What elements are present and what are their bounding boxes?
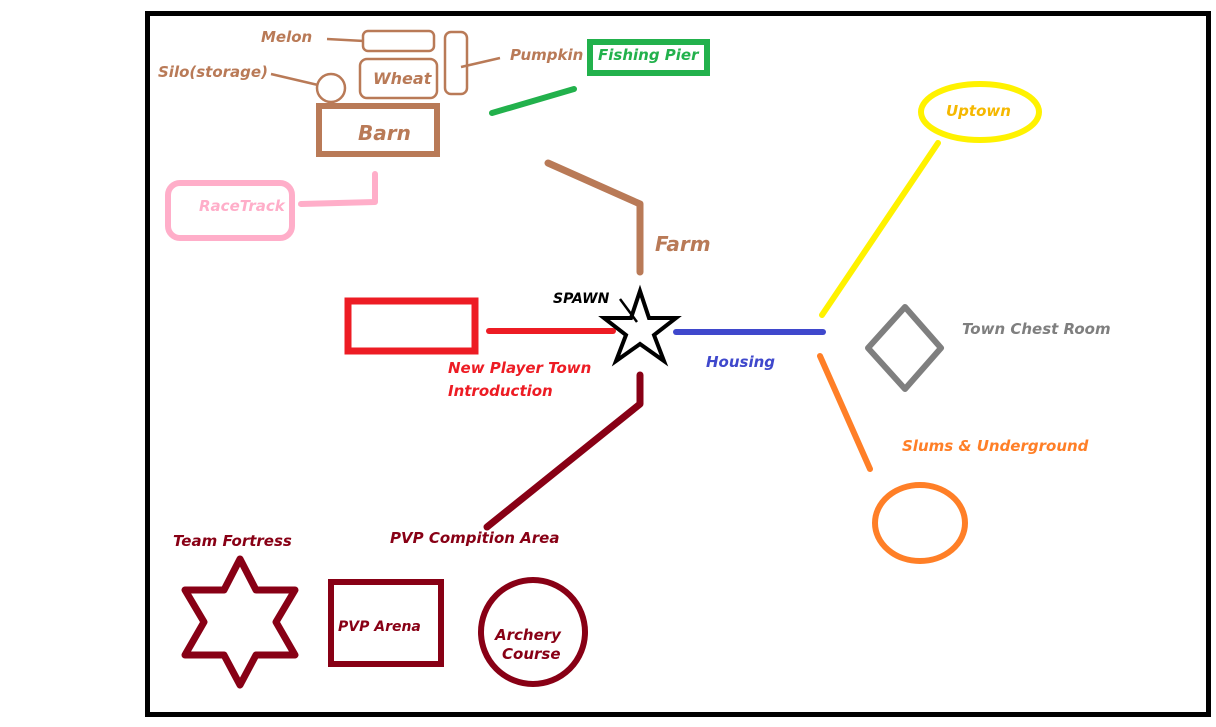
pumpkin-plot[interactable] (443, 30, 469, 96)
racetrack-path (298, 171, 378, 207)
team-fortress-label: Team Fortress (173, 532, 292, 550)
wheat-plot[interactable] (358, 57, 439, 100)
fishing-pier-path (489, 86, 577, 116)
pvp-arena-label: PVP Arena (338, 619, 421, 635)
spawn-label: SPAWN (553, 291, 610, 307)
archery-label-line1: Archery (494, 626, 562, 644)
fishing-pier[interactable] (587, 39, 710, 76)
pumpkin-label: Pumpkin (510, 46, 583, 64)
farm-area (270, 29, 644, 276)
pvp-competition-label: PVP Compition Area (390, 529, 559, 547)
pvp-arena[interactable] (328, 579, 444, 667)
new-player-town[interactable] (344, 297, 479, 355)
racetrack[interactable] (165, 180, 295, 241)
slums-underground[interactable] (872, 482, 968, 564)
racetrack-label: RaceTrack (199, 197, 286, 215)
slums-label: Slums & Underground (902, 437, 1089, 455)
map-border (145, 11, 1211, 717)
wheat-label: Wheat (373, 69, 433, 88)
melon-label: Melon (261, 28, 312, 46)
barn[interactable] (316, 103, 440, 157)
spawn-star-icon[interactable] (598, 284, 682, 367)
pvp-road (483, 371, 644, 531)
pumpkin-pointer (460, 56, 501, 69)
team-fortress-star-icon[interactable] (181, 555, 299, 689)
town-chest-room[interactable] (865, 304, 944, 392)
farm-label: Farm (655, 232, 711, 256)
silo[interactable] (315, 72, 347, 104)
fishing-pier-label: Fishing Pier (598, 46, 700, 64)
spawn-pointer (618, 298, 639, 323)
town-chest-room-label: Town Chest Room (962, 320, 1111, 338)
melon-pointer (326, 37, 365, 43)
silo-label: Silo(storage) (158, 63, 268, 81)
new-player-label-line2: Introduction (448, 382, 553, 400)
uptown-label: Uptown (946, 102, 1011, 120)
barn-label: Barn (358, 121, 411, 145)
new-player-label-line1: New Player Town (448, 359, 591, 377)
silo-pointer (270, 72, 319, 87)
archery-course[interactable] (478, 577, 588, 687)
housing-label: Housing (706, 353, 775, 371)
farm-road (544, 159, 644, 276)
archery-label-line2: Course (502, 645, 561, 663)
uptown[interactable] (918, 81, 1042, 143)
slums-road (817, 353, 873, 472)
uptown-road (819, 140, 941, 318)
